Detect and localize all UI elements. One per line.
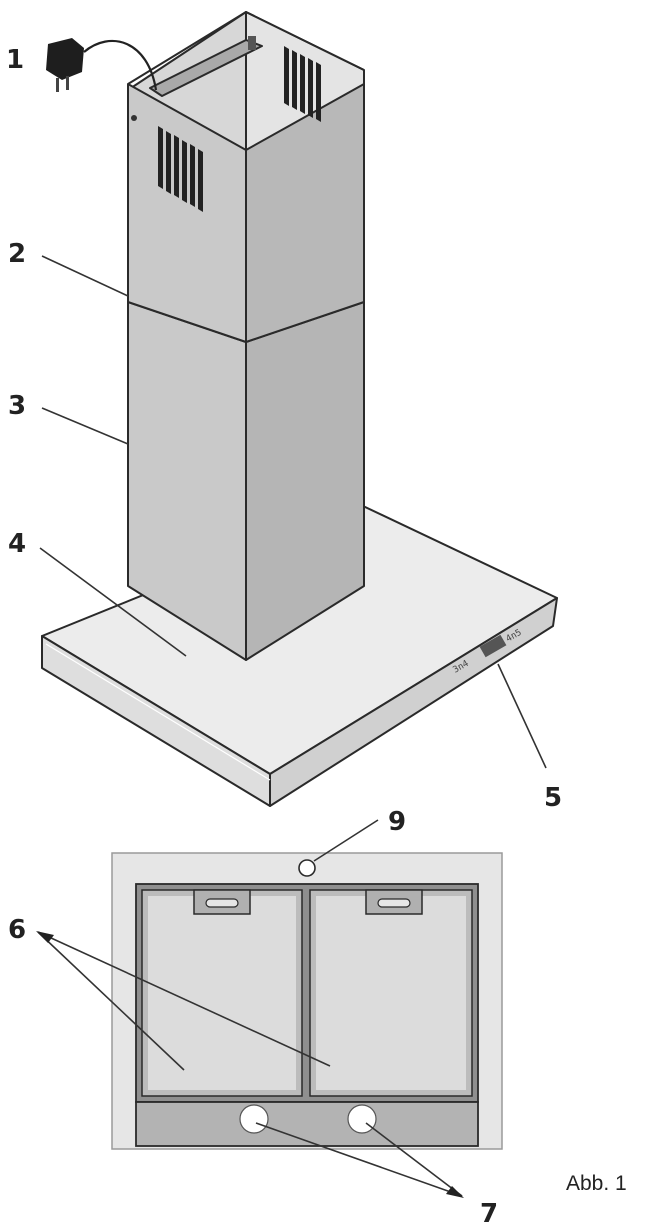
- hood-assembly: 3n4 4n5: [39, 11, 558, 807]
- leader-2: [41, 255, 129, 297]
- indicator-light: [298, 859, 316, 877]
- hood-underside-view: [36, 819, 503, 1198]
- upper-chimney-side: [245, 83, 365, 343]
- leader-7b: [365, 1122, 463, 1197]
- filter-handle-left: [193, 889, 251, 915]
- canopy-front-highlight: [45, 643, 271, 781]
- plug-pin-left: [56, 78, 59, 92]
- grease-filter-left: [141, 889, 303, 1097]
- callout-7: 7: [480, 1199, 498, 1225]
- front-vent-slots: [158, 126, 203, 212]
- callout-2: 2: [8, 239, 26, 269]
- callout-3: 3: [8, 391, 26, 421]
- leader-7a: [255, 1122, 463, 1197]
- leader-6a: [37, 931, 185, 1071]
- callout-9: 9: [388, 807, 406, 837]
- light-strip: [135, 1101, 479, 1147]
- callout-6: 6: [8, 915, 26, 945]
- back-vent-slots: [284, 46, 321, 122]
- plug-pin-right: [66, 76, 69, 90]
- leader-4: [39, 547, 187, 657]
- plug-body-icon: [46, 38, 84, 80]
- leader-6b: [37, 931, 331, 1067]
- leader-5: [497, 663, 547, 769]
- lamp-left: [239, 1104, 269, 1134]
- control-display: [479, 634, 507, 658]
- leader-7-arrowhead: [446, 1186, 464, 1198]
- figure-caption: Abb. 1: [566, 1172, 627, 1195]
- bracket-screw: [248, 36, 256, 50]
- lower-chimney: [127, 301, 365, 661]
- leader-6-arrowhead: [36, 931, 54, 943]
- grease-filter-right: [309, 889, 473, 1097]
- power-plug: [46, 38, 158, 92]
- callout-5: 5: [544, 783, 562, 813]
- leader-3: [41, 407, 129, 445]
- leader-9: [313, 819, 379, 862]
- power-cable: [83, 39, 158, 91]
- filter-handle-right: [365, 889, 423, 915]
- mounting-bracket: [149, 39, 263, 97]
- lamp-right: [347, 1104, 377, 1134]
- upper-chimney: [127, 11, 365, 343]
- callout-1: 1: [6, 45, 24, 75]
- upper-chimney-rim: [127, 11, 365, 85]
- chimney-screw-hole: [131, 115, 137, 121]
- callout-4: 4: [8, 529, 26, 559]
